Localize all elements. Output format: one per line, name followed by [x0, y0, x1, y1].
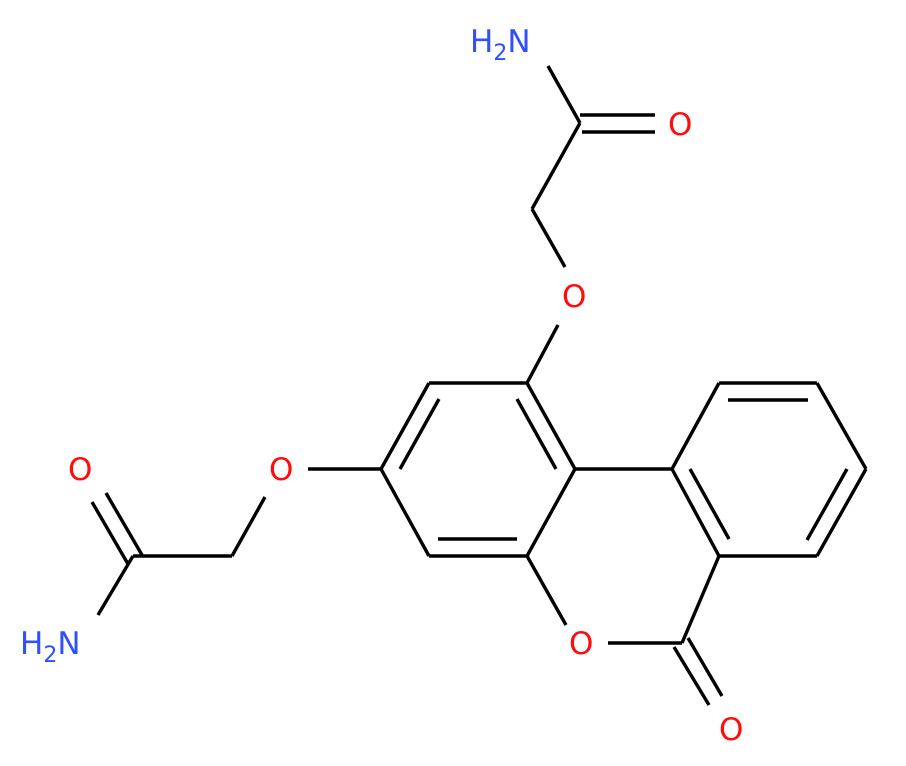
bond-double	[104, 492, 144, 556]
bond-double	[672, 646, 711, 706]
nitrogen-label-top: H2N	[470, 24, 531, 66]
bond	[525, 324, 560, 384]
bond	[379, 468, 431, 557]
bond-double	[686, 637, 724, 697]
nitrogen-label-left: H2N	[20, 626, 81, 668]
bond	[815, 468, 868, 557]
bond-double-inner	[805, 468, 849, 541]
oxygen-label-amide-top: O	[668, 107, 692, 143]
bond-double-inner	[398, 398, 441, 470]
bond	[525, 382, 577, 470]
oxygen-label-amide-left: O	[68, 452, 92, 488]
oxygen-label-ether-top: O	[562, 279, 586, 315]
bond	[379, 382, 431, 470]
bond	[230, 496, 267, 557]
bonds	[90, 65, 868, 706]
bond	[670, 468, 721, 557]
oxygen-label-lactone-ring: O	[569, 626, 593, 662]
bond	[546, 65, 582, 124]
bond	[530, 122, 582, 210]
atom-labels: H2N O O O O H2N O O	[20, 24, 743, 748]
bond	[530, 208, 567, 268]
bond	[525, 555, 568, 626]
bond-double-inner	[515, 398, 558, 470]
bond	[525, 468, 577, 557]
oxygen-label-ether-left: O	[269, 452, 293, 488]
bond	[680, 555, 721, 644]
bond-double	[90, 501, 130, 565]
bond	[96, 555, 135, 616]
oxygen-label-lactone-carbonyl: O	[719, 712, 743, 748]
bond	[815, 382, 868, 470]
bond	[670, 382, 721, 470]
bond-double-inner	[688, 468, 731, 540]
